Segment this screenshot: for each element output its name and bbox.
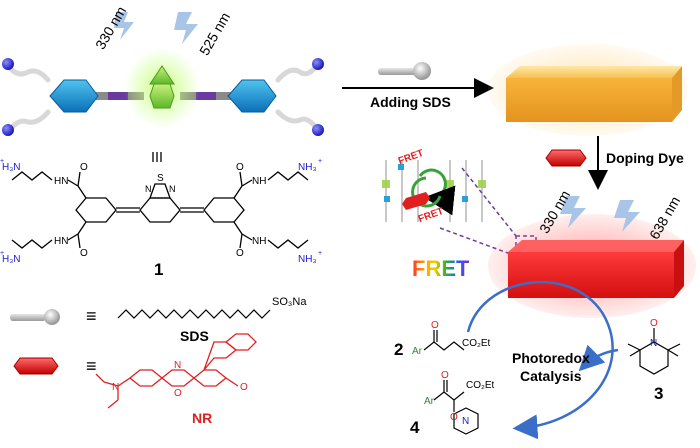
svg-text:+: + [318,158,322,165]
svg-text:Ar: Ar [412,346,423,357]
alkyl-chain [275,61,321,83]
svg-text:N: N [145,184,152,194]
catalysis-cycle-arrow [578,344,619,372]
compound-2-label: 2 [394,340,404,359]
sds-label: SDS [180,328,209,344]
benzene-left [49,79,99,113]
svg-text:O: O [174,388,182,399]
doping-dye-label: Doping Dye [606,150,684,166]
nr-atoms: N N O O [112,360,248,399]
sds-icon [10,309,60,325]
benzene-right [227,79,277,113]
thiadiazole-ring [149,65,175,85]
nr-label: NR [192,410,213,426]
svg-text:O: O [441,370,449,381]
svg-text:NH₃: NH₃ [298,254,317,265]
sds-icon [378,62,431,80]
svg-text:CO₂Et: CO₂Et [466,380,495,391]
orange-crystal [506,66,682,122]
svg-text:H₃N: H₃N [2,162,21,173]
svg-text:CO₂Et: CO₂Et [462,338,491,349]
svg-text:N: N [169,184,176,194]
svg-text:+: + [318,250,322,257]
photoredox-label: Photoredox [512,350,590,366]
svg-text:N: N [650,338,657,349]
lightning-bolt-icon [614,200,640,232]
equiv-symbol: ≡ [86,356,97,376]
svg-text:N: N [462,416,469,427]
terminal-bead [2,58,14,70]
catalysis-label: Catalysis [520,368,582,384]
terminal-bead [312,58,324,70]
svg-text:NH₃: NH₃ [298,162,317,173]
structure-1 [11,152,309,249]
svg-text:NH: NH [252,176,266,187]
alkyne-linker [108,92,128,100]
svg-text:N: N [174,360,181,371]
compound-4-label: 4 [410,418,420,437]
compound-3-atoms: O N [650,318,658,349]
alkyl-chain [5,63,51,83]
compound-1-label: 1 [154,260,164,279]
fret-label: FRET [412,256,470,281]
alkyne-linker [196,92,216,100]
sds-structure [117,309,271,319]
svg-text:O: O [236,162,244,173]
membrane-inset [378,150,500,228]
fret-cycle-arrow [418,168,456,216]
lightning-bolt-icon [560,196,586,228]
svg-text:H₃N: H₃N [2,254,21,265]
svg-text:O: O [236,248,244,259]
benzothiadiazole-core [149,83,175,109]
svg-text:O: O [650,318,658,329]
svg-text:O: O [240,382,248,393]
equiv-symbol: ≡ [86,306,97,326]
compound-4-structure [433,380,479,435]
svg-text:HN: HN [54,236,68,247]
adding-sds-label: Adding SDS [370,94,451,110]
compound-2-structure [423,330,465,351]
terminal-bead [312,124,324,136]
terminal-bead [2,124,14,136]
nr-dye-in-membrane [402,192,430,210]
svg-text:N: N [112,382,119,393]
compound-3-structure [627,328,681,375]
svg-text:HN: HN [54,176,68,187]
molecule-cartoon [2,48,324,136]
alkyl-chain [5,109,51,135]
compound-4-atoms: O Ar CO₂Et O N [424,370,495,427]
svg-text:O: O [80,248,88,259]
red-crystal [508,240,684,298]
lightning-bolt-icon [174,12,198,44]
alkyl-chain [275,109,321,133]
so3na-label: SO₃Na [272,296,307,308]
svg-text:Ar: Ar [424,396,435,407]
svg-text:O: O [450,412,458,423]
compound-3-label: 3 [654,384,664,403]
svg-text:+: + [0,250,4,257]
catalysis-cycle-arrow [466,281,614,440]
svg-text:O: O [431,320,439,331]
svg-text:+: + [0,158,4,165]
svg-text:NH: NH [252,236,266,247]
nr-structure [95,333,257,409]
lightning-bolt-icon [114,12,134,40]
structure-1-atoms: S N N O O O O HN HN NH NH H₃N H₃N NH₃ NH… [0,158,322,265]
nr-icon [13,357,59,375]
nr-icon [545,149,587,167]
zoom-guide [461,167,517,237]
svg-text:S: S [157,173,164,184]
svg-text:O: O [80,162,88,173]
compound-2-atoms: O Ar CO₂Et [412,320,491,357]
